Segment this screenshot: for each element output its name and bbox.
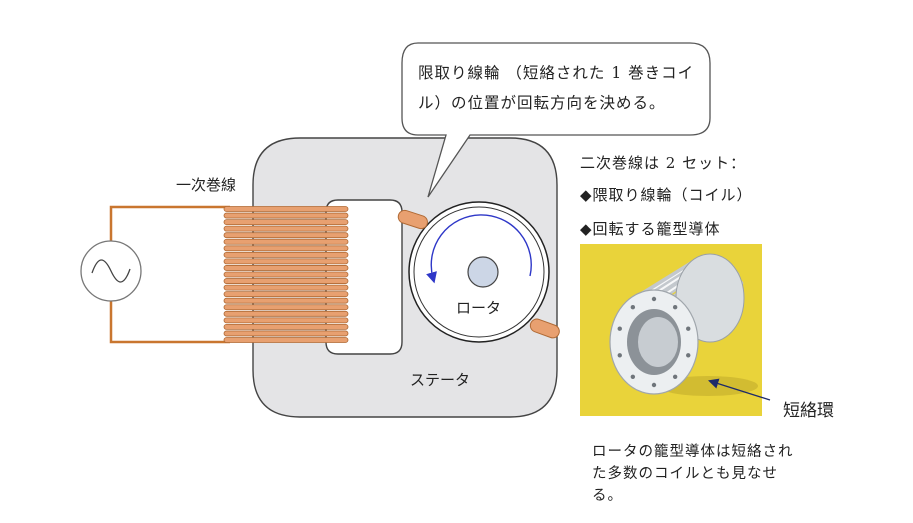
coil-turn [223,291,349,298]
coil-turn [223,310,349,317]
secondary-item-cage-conductor: ◆回転する籠型導体 [580,220,721,238]
coil-turn [223,297,349,304]
shading-coil-top [397,209,428,230]
coil-turn [223,219,349,226]
coil-turn [223,323,349,330]
cage-rotor-photo [580,244,762,416]
ring-hole [672,305,678,310]
stator-label: ステータ [410,371,471,389]
source-wires [109,205,230,344]
coil-turn [223,330,349,337]
shading-coil-bottom [529,318,560,339]
coil-turn [223,265,349,271]
coil-turn [223,232,349,239]
ring-hole [686,326,691,331]
coil-turn [223,245,349,252]
note-text: ロータの籠型導体は短絡された多数のコイルとも見なせる。 [592,444,794,504]
coil-turn [223,284,349,291]
coil-turn [223,317,349,324]
rotor-shaft [467,256,499,288]
rotor-label: ロータ [456,299,502,317]
ring-hole [617,353,622,358]
coil-turn [223,278,349,284]
ring-hole [630,374,636,379]
callout-bubble [401,42,711,198]
coil-turn [223,251,349,258]
rotation-arrow-icon [426,214,532,284]
sine-wave-icon [91,259,131,283]
short-ring-pointer [708,378,771,401]
primary-winding-label: 一次巻線 [176,176,237,194]
coil-turn [223,337,349,343]
coil-turn [223,258,349,265]
ring-hole [651,296,657,302]
coil-turn [223,238,349,245]
coil-turn [223,206,349,212]
secondary-item-shading-coil: ◆隈取り線輪（コイル） [580,186,753,204]
ring-hole [686,353,691,358]
ring-hole [617,326,622,331]
short-ring-label: 短絡環 [783,401,834,421]
ring-hole [651,382,657,388]
secondary-winding-title: 二次巻線は 2 セット： [580,154,747,172]
coil-turn [223,304,349,311]
callout-text: 限取り線輪 （短絡された 1 巻きコイル）の位置が回転方向を決める。 [418,64,695,112]
ring-hole [672,374,678,379]
coil-turn [223,271,349,278]
coil-turn [223,212,349,219]
ring-hole [630,305,636,310]
coil-turn [223,225,349,232]
primary-coil [223,206,349,343]
